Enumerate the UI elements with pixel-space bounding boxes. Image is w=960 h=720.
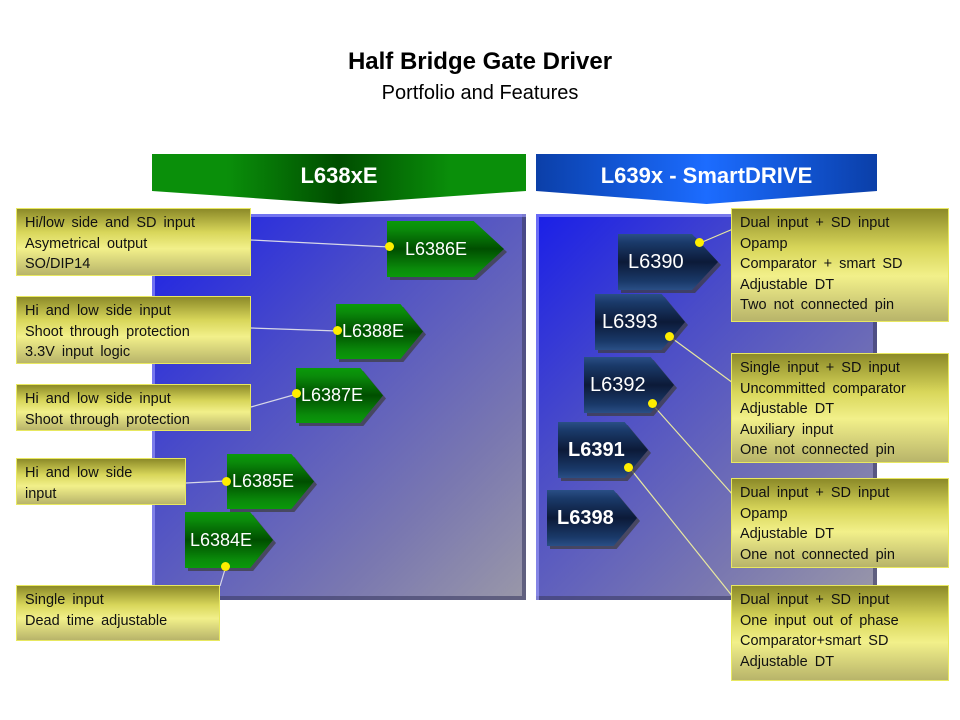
chip-l6391: L6391 [558, 422, 648, 478]
feature-line: Comparator + smart SD [740, 256, 903, 273]
feature-note-l6384e: Single input Dead time adjustable [16, 585, 220, 641]
feature-note-l6387e: Hi and low side input Shoot through prot… [16, 384, 251, 431]
feature-note-l6385e: Hi and low side input [16, 458, 186, 505]
feature-line: SO/DIP14 [25, 256, 91, 273]
connector-dot-l6386e [385, 242, 394, 251]
connector-dot-l6387e [292, 389, 301, 398]
feature-line: Adjustable DT [740, 653, 835, 670]
feature-line: Hi/low side and SD input [25, 215, 195, 231]
feature-note-l6393: Single input + SD input Uncommitted comp… [731, 353, 949, 463]
chip-label: L6398 [557, 506, 614, 529]
connector-dot-l6393 [665, 332, 674, 341]
chip-label: L6390 [628, 250, 684, 273]
chip-l6390: L6390 [618, 234, 718, 290]
feature-line: Opamp [740, 235, 788, 252]
feature-line: One not connected pin [740, 442, 895, 459]
feature-line: Single input [25, 592, 104, 608]
connector-dot-l6384e [221, 562, 230, 571]
feature-note-l6386e: Hi/low side and SD input Asymetrical out… [16, 208, 251, 276]
feature-line: One input out of phase [740, 612, 899, 629]
feature-line: Asymetrical output [25, 235, 148, 252]
feature-line: Shoot through protection [25, 323, 190, 340]
feature-line: Adjustable DT [740, 276, 835, 293]
feature-line: Dead time adjustable [25, 612, 168, 629]
feature-line: Uncommitted comparator [740, 380, 906, 397]
feature-line: input [25, 485, 57, 502]
chip-label: L6393 [602, 310, 658, 333]
page-subtitle: Portfolio and Features [381, 82, 579, 104]
chip-label: L6391 [568, 438, 625, 461]
chip-label: L6386E [405, 238, 468, 259]
feature-line: Dual input + SD input [740, 485, 890, 501]
feature-line: Opamp [740, 505, 788, 522]
chip-label: L6384E [190, 529, 253, 550]
feature-line: One not connected pin [740, 546, 895, 563]
connector-dot-l6392 [648, 399, 657, 408]
feature-line: Hi and low side input [25, 391, 171, 407]
connector-dot-l6391 [624, 463, 633, 472]
chip-label: L6385E [232, 471, 295, 491]
feature-line: Adjustable DT [740, 526, 835, 543]
family-banner-l638xe: L638xE [152, 154, 526, 204]
feature-note-l6391: Dual input + SD input One input out of p… [731, 585, 949, 681]
chip-label: L6388E [342, 321, 405, 341]
feature-line: Dual input + SD input [740, 592, 890, 608]
feature-line: Single input + SD input [740, 360, 900, 376]
chip-l6392: L6392 [584, 357, 674, 413]
connector-dot-l6388e [333, 326, 342, 335]
family-banner-l639x: L639x - SmartDRIVE [536, 154, 877, 204]
chip-l6384e: L6384E [185, 512, 273, 568]
chip-l6398: L6398 [547, 490, 637, 546]
feature-line: Hi and low side input [25, 303, 171, 319]
feature-line: Auxiliary input [740, 421, 834, 438]
connector-dot-l6385e [222, 477, 231, 486]
chip-l6393: L6393 [595, 294, 685, 350]
feature-line: Two not connected pin [740, 297, 895, 314]
feature-note-l6388e: Hi and low side input Shoot through prot… [16, 296, 251, 364]
feature-line: 3.3V input logic [25, 344, 131, 361]
chip-l6387e: L6387E [296, 368, 383, 423]
feature-line: Shoot through protection [25, 411, 190, 428]
page-title: Half Bridge Gate Driver [347, 48, 613, 75]
feature-note-l6392: Dual input + SD input Opamp Adjustable D… [731, 478, 949, 568]
feature-line: Dual input + SD input [740, 215, 890, 231]
chip-label: L6392 [590, 373, 646, 396]
feature-note-l6390: Dual input + SD input Opamp Comparator +… [731, 208, 949, 322]
chip-l6386e: L6386E [387, 221, 504, 277]
connector-dot-l6390 [695, 238, 704, 247]
feature-line: Comparator+smart SD [740, 633, 889, 650]
feature-line: Adjustable DT [740, 401, 835, 418]
feature-line: Hi and low side [25, 465, 133, 481]
chip-label: L6387E [301, 385, 364, 405]
chip-l6388e: L6388E [336, 304, 423, 359]
chip-l6385e: L6385E [227, 454, 314, 509]
